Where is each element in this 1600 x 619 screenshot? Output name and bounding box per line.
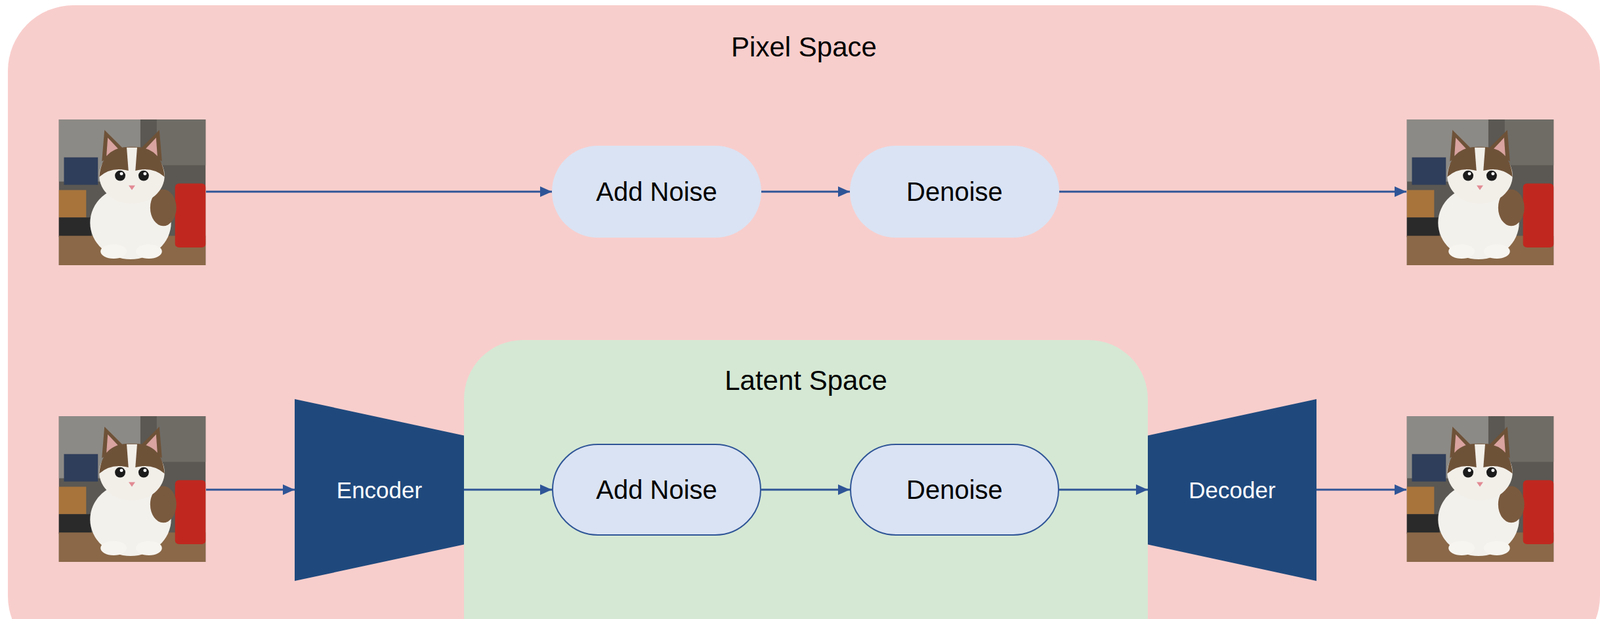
flow-arrow xyxy=(206,190,552,193)
latent-space-region: Latent SpaceAdd Noise Denoise xyxy=(463,339,1148,619)
cat-photo xyxy=(59,416,207,562)
box-label: Add Noise xyxy=(595,177,718,207)
encoder-block: Encoder xyxy=(294,399,464,581)
region-title: Latent Space xyxy=(463,364,1148,397)
process-box: Add Noise xyxy=(551,443,762,536)
box-label: Denoise xyxy=(906,475,1003,505)
region-title: Pixel Space xyxy=(7,31,1600,64)
block-label: Decoder xyxy=(1188,477,1276,504)
flow-connector xyxy=(761,488,850,491)
decoder-block: Decoder xyxy=(1147,399,1317,581)
cat-photo xyxy=(59,119,207,266)
process-box: Denoise xyxy=(849,443,1060,536)
flow-connector xyxy=(761,190,850,193)
flow-connector xyxy=(463,488,552,491)
cat-photo xyxy=(1407,119,1555,266)
flow-arrow xyxy=(206,488,295,491)
flow-arrow xyxy=(1059,190,1407,193)
process-box: Add Noise xyxy=(551,145,762,238)
trapezoid-fill xyxy=(294,399,464,581)
block-label: Encoder xyxy=(336,477,422,504)
flow-arrow xyxy=(1316,488,1407,491)
flow-connector xyxy=(1059,488,1148,491)
box-label: Denoise xyxy=(906,177,1003,207)
process-box: Denoise xyxy=(849,145,1060,238)
cat-photo xyxy=(1407,416,1555,562)
pixel-space-region: Pixel SpaceAdd NoiseDenoiseLatent SpaceA… xyxy=(7,5,1600,619)
trapezoid-fill xyxy=(1147,399,1317,581)
box-label: Add Noise xyxy=(595,475,718,505)
